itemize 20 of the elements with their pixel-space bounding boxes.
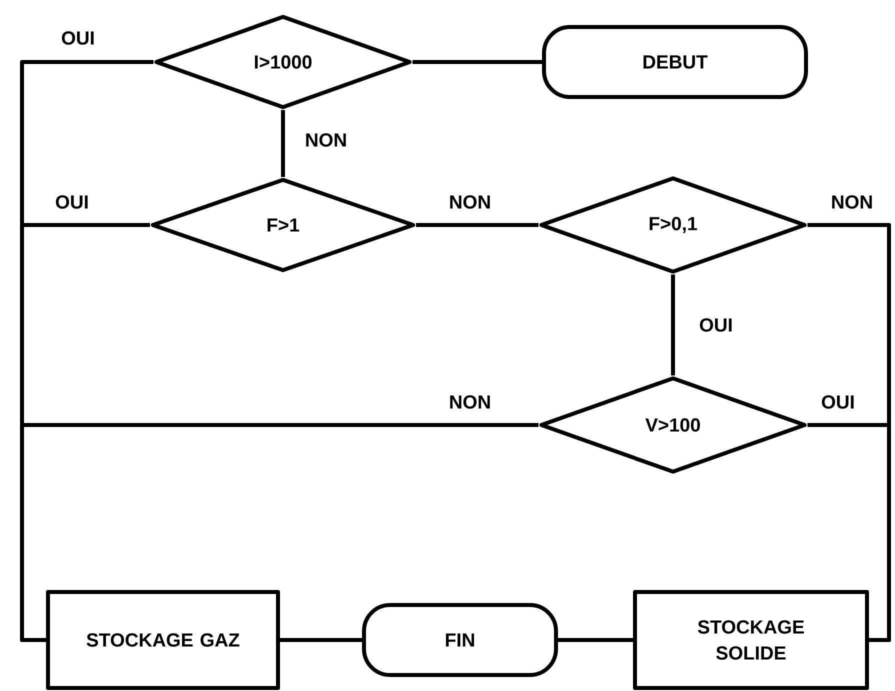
edge-label: OUI (820, 394, 856, 410)
connector-line (20, 423, 538, 642)
process-box: STOCKAGE GAZ (46, 590, 280, 690)
edge-label: OUI (698, 317, 734, 333)
terminal-box: FIN (362, 603, 558, 677)
edge-label: NON (448, 194, 492, 210)
process-box: STOCKAGE SOLIDE (633, 590, 869, 690)
edge-label: NON (304, 132, 348, 148)
connector-line (558, 638, 633, 642)
terminal-box: DEBUT (542, 25, 808, 99)
connector-line (281, 110, 285, 177)
edge-label: NON (830, 194, 874, 210)
connector-line (808, 423, 891, 642)
edge-label: OUI (54, 194, 90, 210)
edge-label: OUI (60, 30, 96, 46)
connector-line (671, 274, 675, 376)
connector-line (416, 223, 538, 227)
edge-label: NON (448, 394, 492, 410)
connector-line (280, 638, 362, 642)
connector-line (412, 60, 542, 64)
